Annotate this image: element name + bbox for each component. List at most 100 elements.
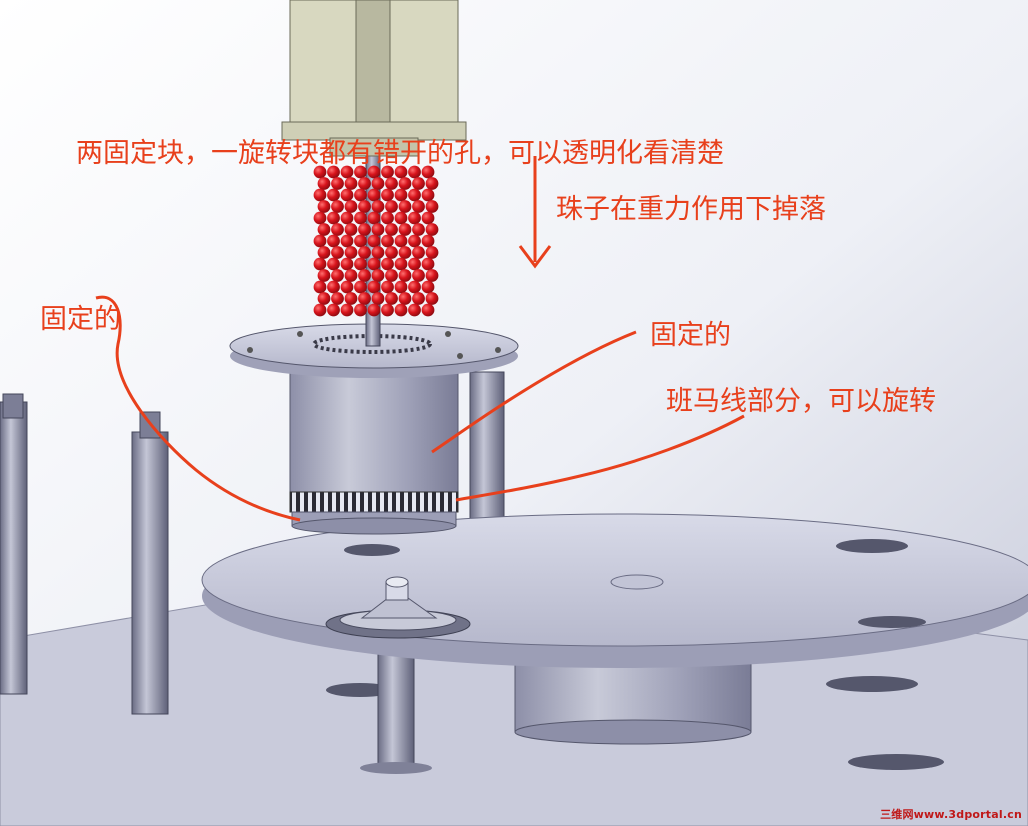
bead (371, 177, 385, 190)
top-block-neck (329, 137, 419, 157)
bead (340, 280, 354, 294)
leader-fixed-left (95, 295, 301, 522)
bead (408, 165, 421, 179)
flange-ring (312, 334, 432, 354)
annotation-zebra-rotatable: 班马线部分，可以旋转 (666, 386, 936, 417)
bead (394, 165, 408, 179)
bead (331, 246, 344, 259)
bead (408, 188, 421, 202)
bead (385, 246, 398, 259)
bead (412, 177, 425, 190)
bead (331, 177, 344, 190)
bead (412, 292, 425, 305)
bead (412, 269, 425, 282)
bead (425, 292, 439, 305)
central-shaft (377, 651, 415, 771)
bead (385, 177, 398, 190)
left-standoff-thread (2, 393, 24, 419)
leader-fixed-right (431, 330, 637, 454)
bead (354, 234, 367, 248)
bead (317, 223, 331, 236)
base-hole (848, 754, 944, 770)
housing-bottom (291, 517, 457, 535)
bead (354, 165, 367, 179)
bead (340, 234, 354, 248)
bead (344, 246, 358, 259)
bead (371, 223, 385, 236)
bead (394, 303, 408, 317)
bead (327, 303, 340, 317)
bead (371, 200, 385, 213)
disc-hole (858, 616, 926, 628)
bead (371, 269, 385, 282)
annotation-fixed-left: 固定的 (40, 304, 121, 335)
bead (421, 234, 435, 248)
bead (385, 200, 398, 213)
left-standoff (0, 401, 28, 695)
bead (371, 292, 385, 305)
housing (289, 361, 459, 495)
bead (381, 280, 394, 294)
bead (317, 200, 331, 213)
bead (340, 257, 354, 271)
bead (331, 292, 344, 305)
bead (398, 269, 412, 282)
bead (344, 269, 358, 282)
bead (385, 269, 398, 282)
bead (327, 188, 340, 202)
bead (358, 223, 371, 236)
bead (313, 188, 327, 202)
bead (327, 211, 340, 225)
bead (327, 280, 340, 294)
leader-zebra (455, 414, 745, 502)
bead (381, 165, 394, 179)
bead (344, 292, 358, 305)
bead (381, 188, 394, 202)
bead (367, 234, 381, 248)
bead (408, 257, 421, 271)
bead (381, 234, 394, 248)
bead (367, 165, 381, 179)
bead (421, 257, 435, 271)
bead (421, 188, 435, 202)
flange-bolt (495, 347, 501, 353)
annotation-beads-falling: 珠子在重力作用下掉落 (556, 194, 826, 225)
bead (358, 269, 371, 282)
bead (425, 223, 439, 236)
bead (408, 280, 421, 294)
bead (408, 211, 421, 225)
bead (340, 211, 354, 225)
bead (354, 280, 367, 294)
bead (398, 177, 412, 190)
bead (367, 211, 381, 225)
bead (398, 246, 412, 259)
right-standoff (469, 371, 505, 529)
bead (313, 211, 327, 225)
bead (381, 257, 394, 271)
bead-stack (313, 165, 439, 317)
bead (412, 223, 425, 236)
bead (331, 200, 344, 213)
bead (317, 177, 331, 190)
bead (371, 246, 385, 259)
bead (425, 177, 439, 190)
bead (313, 234, 327, 248)
bead (394, 234, 408, 248)
bead (313, 257, 327, 271)
bead (317, 246, 331, 259)
bead (398, 200, 412, 213)
bead (381, 303, 394, 317)
bead (408, 303, 421, 317)
bead (425, 200, 439, 213)
disc-hole (344, 544, 400, 556)
zebra-ring (289, 491, 459, 513)
bead (317, 269, 331, 282)
cone-cap (385, 576, 409, 588)
bead (354, 257, 367, 271)
bead (354, 211, 367, 225)
bead (317, 292, 331, 305)
bead (408, 234, 421, 248)
bead (412, 246, 425, 259)
bead (385, 292, 398, 305)
